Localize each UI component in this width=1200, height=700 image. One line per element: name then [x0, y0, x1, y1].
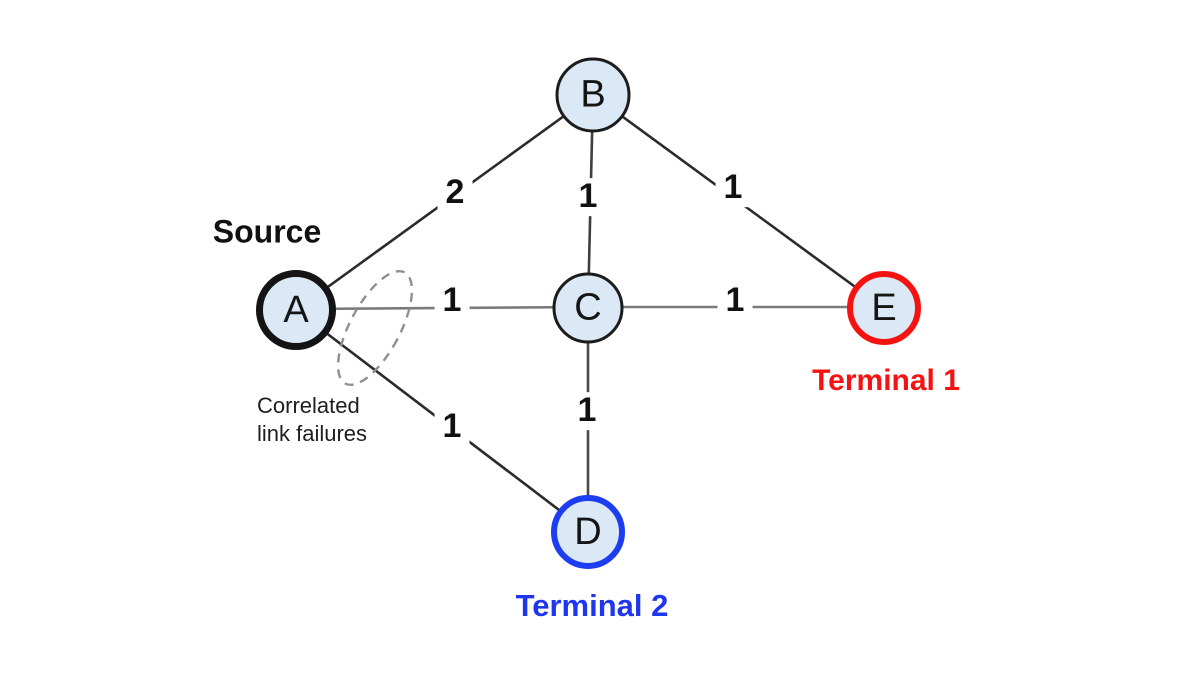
edge-weight-B-C: 1 [570, 178, 606, 216]
terminal-2-label: Terminal 2 [515, 588, 669, 623]
node-B: B [555, 57, 631, 133]
edge-weight-A-B: 2 [437, 174, 473, 212]
note-line-2: link failures [257, 421, 368, 447]
edge-weight-A-C: 1 [434, 282, 470, 320]
node-C: C [552, 272, 624, 344]
edge-weight-C-D: 1 [569, 392, 605, 430]
edge-weight-A-D: 1 [434, 408, 470, 446]
note-line-1: Correlated [257, 393, 360, 418]
terminal-1-label: Terminal 1 [812, 364, 960, 397]
node-A-source: A [256, 270, 336, 350]
correlated-link-failures-note: Correlated link failures [257, 392, 367, 448]
node-D-terminal-2: D [551, 495, 625, 569]
node-E-terminal-1: E [847, 271, 921, 345]
edge-weight-C-E: 1 [717, 282, 753, 320]
source-label: Source [212, 213, 322, 250]
correlated-failures-ellipse [336, 269, 414, 387]
edge-weight-B-E: 1 [715, 169, 751, 207]
